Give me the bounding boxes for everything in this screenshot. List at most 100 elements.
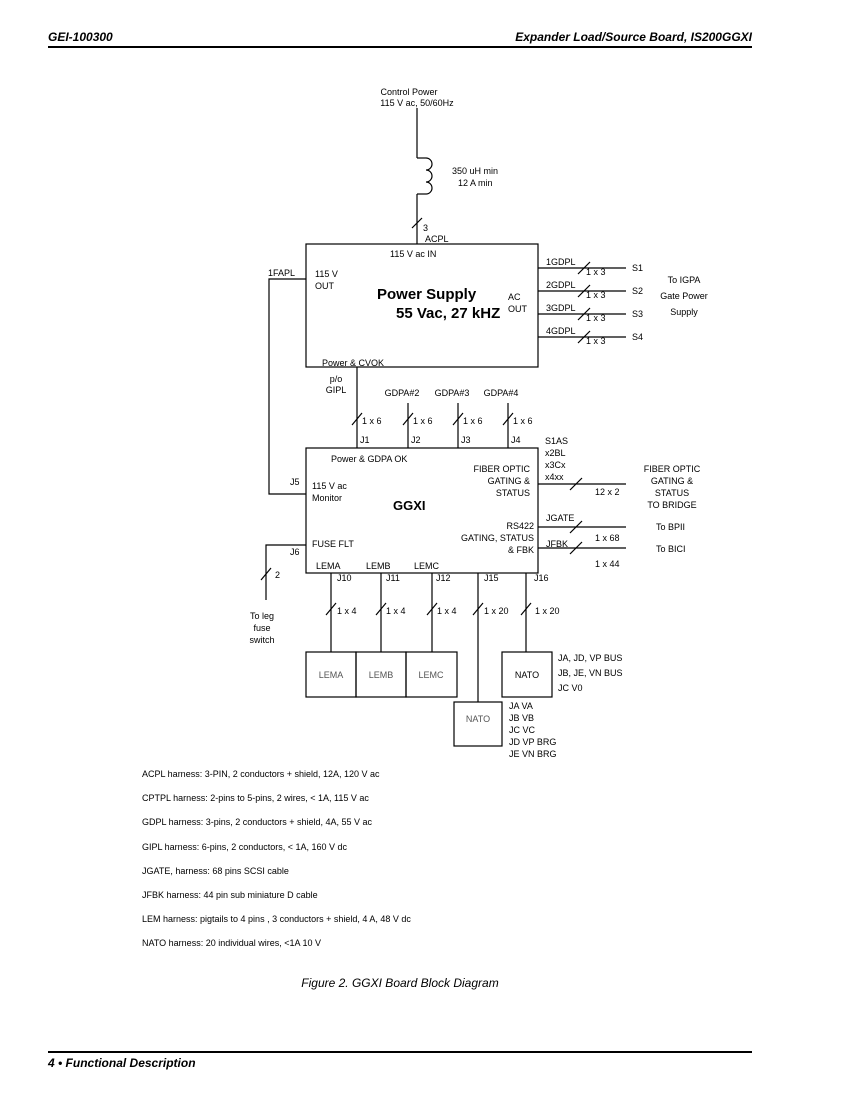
nato-right-line-3: JC V0: [558, 683, 583, 693]
ps-out115-2: OUT: [315, 281, 335, 291]
gdpl-name-2: 2GDPL: [546, 280, 576, 290]
gdpl-name-3: 3GDPL: [546, 303, 576, 313]
j15-label: J15: [484, 573, 499, 583]
nato-right-box: [501, 651, 553, 698]
fapl-label: 1FAPL: [268, 268, 295, 278]
nato-left-line-2: JB VB: [509, 713, 534, 723]
nato-left-line-3: JC VC: [509, 725, 536, 735]
ggxi-box: [305, 447, 539, 574]
fiber-dest-3: STATUS: [655, 488, 689, 498]
j1-label: J1: [360, 435, 370, 445]
control-power-label: Control Power: [380, 87, 437, 97]
inductor-rating-2: 12 A min: [458, 178, 493, 188]
gdpl-name-4: 4GDPL: [546, 326, 576, 336]
nato-left-line-4: JD VP BRG: [509, 737, 556, 747]
document-title: Expander Load/Source Board, IS200GGXI: [515, 30, 752, 44]
note-jgate: JGATE, harness: 68 pins SCSI cable: [142, 865, 289, 876]
jfbk-size: 1 x 44: [595, 559, 620, 569]
igpa-label-3: Supply: [670, 307, 698, 317]
note-lem: LEM harness: pigtails to 4 pins , 3 cond…: [142, 914, 411, 925]
j2-size: 1 x 6: [413, 416, 433, 426]
j15-size: 1 x 20: [484, 606, 509, 616]
fuse-dest-3: switch: [249, 635, 274, 645]
nato-right-box-label: NATO: [515, 670, 539, 680]
nato-right-line-1: JA, JD, VP BUS: [558, 653, 622, 663]
j16-size: 1 x 20: [535, 606, 560, 616]
ggxi-fiber-3: STATUS: [496, 488, 530, 498]
fiber-dest-4: TO BRIDGE: [647, 500, 696, 510]
fiber-code-3: x3Cx: [545, 460, 566, 470]
j3-size: 1 x 6: [463, 416, 483, 426]
gdpl-name-1: 1GDPL: [546, 257, 576, 267]
acpl-label: ACPL: [425, 234, 449, 244]
gdpl-size-2: 1 x 3: [586, 290, 606, 300]
ggxi-monitor-2: Monitor: [312, 493, 342, 503]
ps-acout-1: AC: [508, 292, 521, 302]
j3-label: J3: [461, 435, 471, 445]
gdpl-slot-4: S4: [632, 332, 643, 342]
fiber-code-1: S1AS: [545, 436, 568, 446]
ps-subtitle: 55 Vac, 27 kHZ: [396, 305, 500, 322]
note-jfbk: JFBK harness: 44 pin sub miniature D cab…: [142, 889, 318, 900]
ggxi-lemb-label: LEMB: [366, 561, 391, 571]
header-rule: [48, 46, 752, 48]
ps-acout-2: OUT: [508, 304, 528, 314]
j2-label: J2: [411, 435, 421, 445]
nato-left-box-label: NATO: [466, 714, 490, 724]
j1-size: 1 x 6: [362, 416, 382, 426]
j4-size: 1 x 6: [513, 416, 533, 426]
gdpl-size-3: 1 x 3: [586, 313, 606, 323]
gdpl-slot-2: S2: [632, 286, 643, 296]
ggxi-lemc-label: LEMC: [414, 561, 440, 571]
fapl-wire: [268, 278, 306, 495]
nato-left-line-5: JE VN BRG: [509, 749, 557, 759]
ps-bottom-label: Power & CVOK: [322, 358, 384, 368]
ggxi-fiber-1: FIBER OPTIC: [473, 464, 530, 474]
control-power-rating: 115 V ac, 50/60Hz: [380, 98, 454, 108]
j5-label: J5: [290, 477, 300, 487]
igpa-label-1: To IGPA: [668, 275, 701, 285]
j4-label: J4: [511, 435, 521, 445]
fiber-dest-2: GATING &: [651, 476, 693, 486]
note-cptpl: CPTPL harness: 2-pins to 5-pins, 2 wires…: [142, 793, 369, 804]
fuse-dest-1: To leg: [250, 611, 274, 621]
jgate-label: JGATE: [546, 513, 574, 523]
gdpl-slot-3: S3: [632, 309, 643, 319]
lemc-box: [405, 651, 458, 698]
j11-size: 1 x 4: [386, 606, 406, 616]
harness-notes: ACPL harness: 3-PIN, 2 conductors + shie…: [142, 769, 411, 963]
note-gipl: GIPL harness: 6-pins, 2 conductors, < 1A…: [142, 841, 348, 852]
fuse-wire: [265, 544, 306, 600]
gipl-label-2: GIPL: [326, 385, 347, 395]
ggxi-lema-label: LEMA: [316, 561, 341, 571]
ggxi-fuse-label: FUSE FLT: [312, 539, 354, 549]
j12-label: J12: [436, 573, 451, 583]
fiber-code-2: x2BL: [545, 448, 566, 458]
gdpa4-label: GDPA#4: [484, 388, 519, 398]
note-gdpl: GDPL harness: 3-pins, 2 conductors + shi…: [142, 817, 373, 828]
figure-caption: Figure 2. GGXI Board Block Diagram: [301, 976, 499, 990]
nato-left-line-1: JA VA: [509, 701, 533, 711]
gdpl-slot-1: S1: [632, 263, 643, 273]
igpa-label-2: Gate Power: [660, 291, 708, 301]
jfbk-dest: To BICI: [656, 544, 686, 554]
ps-out115-1: 115 V: [315, 269, 338, 279]
j16-label: J16: [534, 573, 549, 583]
gdpl-size-1: 1 x 3: [586, 267, 606, 277]
note-acpl: ACPL harness: 3-PIN, 2 conductors + shie…: [142, 769, 380, 779]
page-footer: 4 • Functional Description: [48, 1056, 196, 1070]
jgate-size: 1 x 68: [595, 533, 620, 543]
ggxi-power-ok: Power & GDPA OK: [331, 454, 407, 464]
lemb-box-label: LEMB: [369, 670, 394, 680]
ps-input-label: 115 V ac IN: [390, 249, 436, 259]
footer-rule: [48, 1051, 752, 1053]
fuse-wire-count: 2: [275, 570, 280, 580]
acpl-slash: [411, 217, 423, 229]
ps-title: Power Supply: [377, 286, 477, 303]
jgate-dest: To BPII: [656, 522, 685, 532]
gipl-label-1: p/o: [330, 374, 343, 384]
acpl-count: 3: [423, 223, 428, 233]
inductor-coil: [425, 157, 433, 195]
fuse-dest-2: fuse: [253, 623, 270, 633]
